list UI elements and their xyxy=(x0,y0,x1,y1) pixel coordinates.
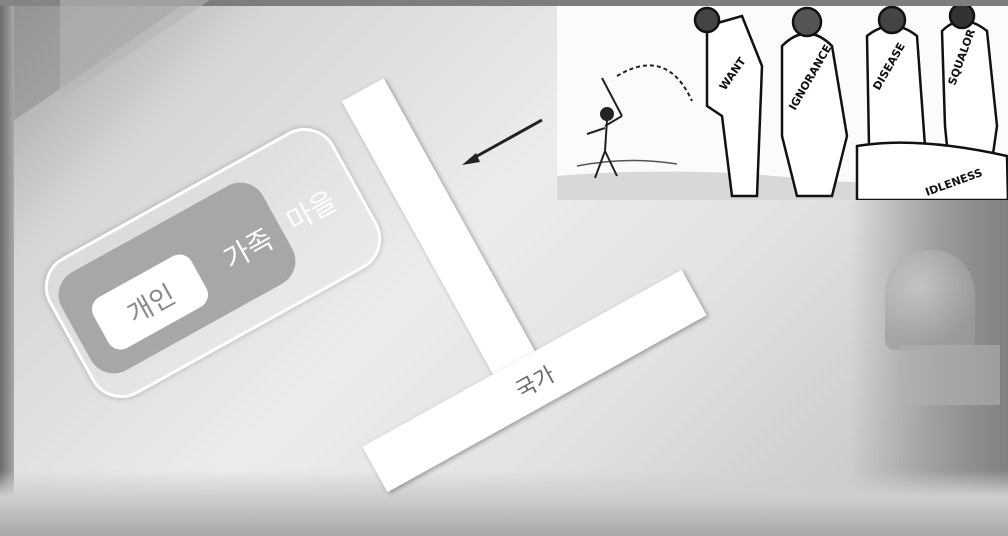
cartoon-drawing: WANT IGNORANCE DISEASE SQUALOR IDLENESS xyxy=(557,6,1008,200)
corner-decoration-light xyxy=(60,0,210,100)
arrow-icon xyxy=(460,116,550,171)
background-floor xyxy=(0,470,1008,536)
state-bar: 국가 xyxy=(362,270,706,492)
background-statue xyxy=(885,250,975,350)
background-statue-base xyxy=(900,345,1000,405)
individual-label: 개인 xyxy=(119,273,181,331)
five-giants-cartoon: WANT IGNORANCE DISEASE SQUALOR IDLENESS xyxy=(557,6,1008,200)
state-label: 국가 xyxy=(509,357,560,405)
left-band xyxy=(0,6,14,536)
